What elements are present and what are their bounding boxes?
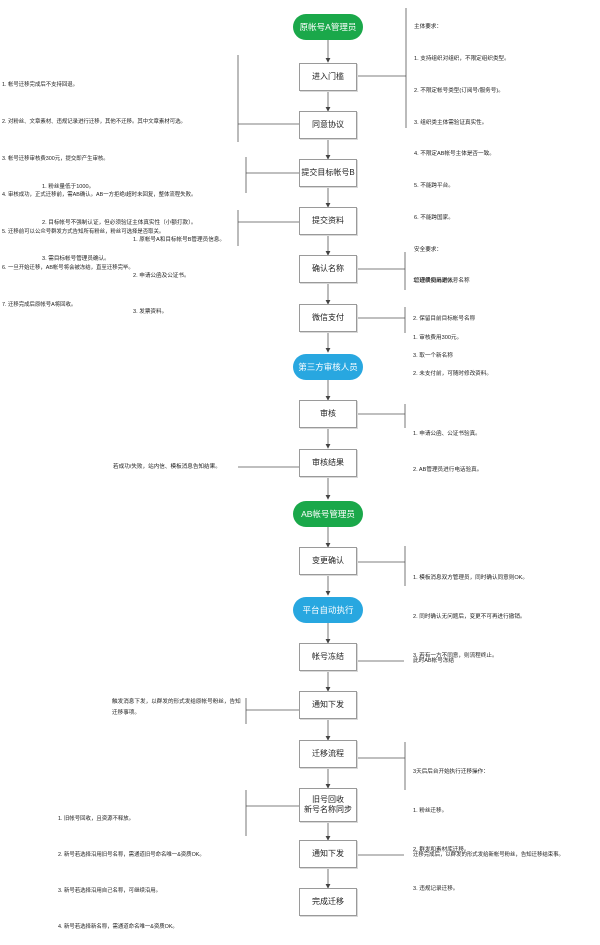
note-line: 3. 发票资料。 xyxy=(133,309,168,315)
step-review: 审核 xyxy=(299,400,357,428)
step-notify-1: 通知下发 xyxy=(299,691,357,719)
note-line: 1. 粉丝量低于1000。 xyxy=(42,184,95,190)
note-line: 1. 帐号迁移完成后不支持回退。 xyxy=(2,82,79,89)
step-change-confirm: 变更确认 xyxy=(299,547,357,575)
note-change: 1. 模板消息双方管理员，同时确认同意则OK。 2. 同时确认无问题后，变更不可… xyxy=(413,546,528,676)
step-submit-docs: 提交资料 xyxy=(299,207,357,235)
note-line: 4. 新号若选择新名称，需通道命名唯一&资质OK。 xyxy=(58,924,178,930)
note-line: 1. 原帐号A和目标帐号B管理员信息。 xyxy=(133,237,225,243)
note-line: 主体要求： xyxy=(414,24,442,31)
note-line: 3天后后台开始执行迁移操作： xyxy=(413,769,489,775)
note-line: 管理员扫码进入。 xyxy=(414,278,459,285)
note-line: 4. 不限定AB帐号主体是否一致。 xyxy=(414,151,495,158)
step-reclaim-line2: 新号名称同步 xyxy=(304,805,352,814)
note-line: 3. 需目标帐号管理员确认。 xyxy=(42,256,110,262)
note-line: 2. 新号若选择沿用旧号名称，需通道旧号命名唯一&资质OK。 xyxy=(58,852,205,858)
note-line: 1. 粉丝迁移。 xyxy=(413,808,448,814)
note-requirements: 主体要求： 1. 支持组织对组织，不限定组织类型。 2. 不限定帐号类型(订阅号… xyxy=(414,1,510,298)
note-line: 2. 对粉丝、文章素材、违规记录进行迁移，其他不迁移。其中文章素材可选。 xyxy=(2,119,186,126)
note-freeze: 此时AB帐号冻结 xyxy=(413,658,455,664)
step-done: 完成迁移 xyxy=(299,888,357,916)
note-docs: 1. 原帐号A和目标帐号B管理员信息。 2. 申请公函及公证书。 3. 发票资料… xyxy=(133,210,225,330)
note-line: 2. AB管理员进行电话验真。 xyxy=(413,467,483,473)
note-migration: 3天后后台开始执行迁移操作： 1. 粉丝迁移。 2. 群发和素材库迁移。 3. … xyxy=(413,740,489,909)
note-line: 4. 审核成功，正式迁移前，需AB确认。AB一方拒绝/超时未回复，整体流程失败。 xyxy=(2,192,197,199)
connector-layer xyxy=(237,8,407,889)
step-wechat-pay: 微信支付 xyxy=(299,304,357,332)
note-line: 2. 保留目前目标帐号名称 xyxy=(413,315,476,322)
note-line: 3. 若有一方不同意，则流程终止。 xyxy=(413,653,498,659)
note-notify-2: 迁移完成后，以群发的形式发给新帐号粉丝，告知迁移结束事。 xyxy=(413,852,564,858)
note-line: 2. 群发和素材库迁移。 xyxy=(413,847,470,853)
note-reclaim: 1. 旧帐号回收，且资源不释放。 2. 新号若选择沿用旧号名称，需通道旧号命名唯… xyxy=(58,789,205,945)
note-line: 3. 取一个新名称 xyxy=(413,353,453,359)
note-line: 2. 不限定帐号类型(订阅号/服务号)。 xyxy=(414,87,504,94)
note-notify-1: 触发消息下发，以群发的形式发给原帐号粉丝，告知迁移事项。 xyxy=(112,699,241,716)
step-review-result: 审核结果 xyxy=(299,449,357,477)
note-line: 3. 组织类主体需验证真实性。 xyxy=(414,119,488,126)
note-line: 3. 新号若选择沿用自己名称，可继续沿用。 xyxy=(58,888,162,894)
role-owner-a: 原帐号A管理员 xyxy=(293,14,363,40)
step-reclaim-line1: 旧号回收 xyxy=(312,795,344,804)
note-line: 2. 申请公函及公证书。 xyxy=(133,273,190,279)
note-line: 3. 违规记录迁移。 xyxy=(413,886,459,892)
role-third-party: 第三方审核人员 xyxy=(293,354,363,380)
note-line: 5. 迁移前可以公众号群发方式告知所有粉丝，粉丝可选择是否取关。 xyxy=(2,228,165,235)
note-review: 1. 申请公函、公证书验真。 2. AB管理员进行电话验真。 xyxy=(413,404,482,488)
step-agree: 同意协议 xyxy=(299,111,357,139)
step-confirm-name: 确认名称 xyxy=(299,255,357,283)
note-target: 1. 粉丝量低于1000。 2. 目标帐号不强制认证，但必须验证主体真实性（小额… xyxy=(42,157,196,277)
note-line: 5. 不能跨平台。 xyxy=(414,183,454,190)
note-line: 2. 目标帐号不强制认证，但必须验证主体真实性（小额打款）。 xyxy=(42,220,197,226)
note-line: 6. 不能跨国家。 xyxy=(414,214,454,221)
step-migration: 迁移流程 xyxy=(299,740,357,768)
step-notify-2: 通知下发 xyxy=(299,840,357,868)
role-ab-admin: AB帐号管理员 xyxy=(293,501,363,527)
note-line: 1. 延续使用原帐号名称 xyxy=(413,278,470,284)
note-agreement: 1. 帐号迁移完成后不支持回退。 2. 对粉丝、文章素材、违规记录进行迁移，其他… xyxy=(2,55,196,323)
note-line: 2. 未支付前，可随时修改资料。 xyxy=(413,371,492,377)
note-result: 若成功/失败，站内信、模板消息告知结果。 xyxy=(113,464,221,470)
note-line: 6. 一旦开始迁移，AB帐号将会被冻结，直至迁移完毕。 xyxy=(2,265,134,272)
note-line: 1. 模板消息双方管理员，同时确认同意则OK。 xyxy=(413,575,528,581)
note-pay: 1. 审核费用300元。 2. 未支付前，可随时修改资料。 xyxy=(413,308,492,392)
note-line: 7. 迁移完成后原帐号A将回收。 xyxy=(2,302,77,309)
note-line: 1. 审核费用300元。 xyxy=(413,335,463,341)
step-freeze: 帐号冻结 xyxy=(299,643,357,671)
note-name: 1. 延续使用原帐号名称 2. 保留目前目标帐号名称 3. 取一个新名称 xyxy=(413,250,475,375)
note-line: 安全要求： xyxy=(414,246,442,253)
role-platform: 平台自动执行 xyxy=(293,597,363,623)
note-line: 3. 帐号迁移审核费300元，提交即产生审核。 xyxy=(2,155,109,162)
step-entry: 进入门槛 xyxy=(299,63,357,91)
note-line: 1. 旧帐号回收，且资源不释放。 xyxy=(58,816,135,822)
step-reclaim-sync: 旧号回收 新号名称同步 xyxy=(299,788,357,822)
step-submit-target: 提交目标帐号B xyxy=(299,159,357,187)
note-line: 1. 申请公函、公证书验真。 xyxy=(413,431,481,437)
note-line: 2. 同时确认无问题后，变更不可再进行撤销。 xyxy=(413,614,526,620)
note-line: 1. 支持组织对组织，不限定组织类型。 xyxy=(414,55,510,62)
